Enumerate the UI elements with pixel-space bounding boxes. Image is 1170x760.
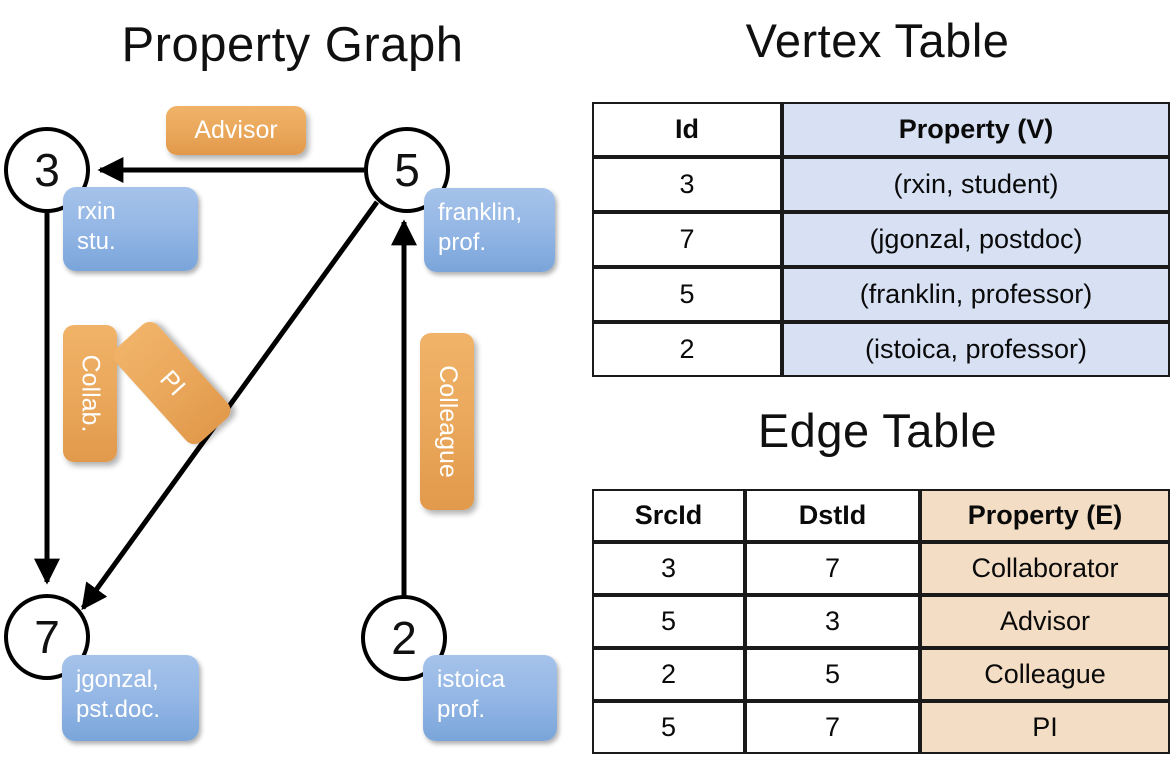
graph-node-7-id: 7 — [34, 611, 60, 663]
table-row[interactable]: 5 (franklin, professor) — [592, 267, 1170, 322]
edge-row-2-dst: 5 — [745, 648, 920, 701]
edge-label-colleague-text: Colleague — [433, 365, 462, 478]
table-row[interactable]: 5 3 Advisor — [592, 595, 1170, 648]
vertex-box-istoica[interactable]: istoica prof. — [423, 655, 557, 741]
vertex-box-istoica-line2: prof. — [437, 696, 486, 723]
table-row[interactable]: 3 7 Collaborator — [592, 542, 1170, 595]
table-row[interactable]: 3 (rxin, student) — [592, 157, 1170, 212]
vertex-row-0-property: (rxin, student) — [782, 157, 1170, 212]
edge-row-1-src: 5 — [592, 595, 745, 648]
edge-table-header-dstid: DstId — [745, 489, 920, 542]
vertex-table-header-property: Property (V) — [782, 102, 1170, 157]
edge-row-2-src: 2 — [592, 648, 745, 701]
table-row[interactable]: 7 (jgonzal, postdoc) — [592, 212, 1170, 267]
edge-label-pi-text: PI — [154, 364, 191, 401]
vertex-box-franklin-line1: franklin, — [438, 199, 523, 226]
vertex-row-1-id: 7 — [592, 212, 782, 267]
vertex-box-jgonzal-line1: jgonzal, — [76, 666, 159, 693]
graph-node-5[interactable]: 5 — [364, 127, 450, 213]
edge-label-colleague[interactable]: Colleague — [420, 333, 474, 510]
edge-label-advisor[interactable]: Advisor — [166, 106, 306, 155]
edge-label-advisor-text: Advisor — [194, 116, 278, 144]
vertex-table-header-id: Id — [592, 102, 782, 157]
table-row[interactable]: 5 7 PI — [592, 701, 1170, 754]
vertex-box-franklin-line2: prof. — [438, 229, 487, 256]
vertex-row-3-id: 2 — [592, 322, 782, 377]
page-title-vertex-table: Vertex Table — [745, 14, 1010, 67]
edge-row-0-dst: 7 — [745, 542, 920, 595]
graph-node-2[interactable]: 2 — [361, 595, 447, 681]
edge-row-3-property: PI — [920, 701, 1170, 754]
graph-edges-svg — [34, 157, 417, 611]
page-title-property-graph: Property Graph — [121, 18, 464, 72]
table-row[interactable]: 2 5 Colleague — [592, 648, 1170, 701]
property-graph-panel: Property Graph 3 5 7 2 — [4, 18, 557, 741]
edge-row-2-property: Colleague — [920, 648, 1170, 701]
table-row[interactable]: 2 (istoica, professor) — [592, 322, 1170, 377]
vertex-row-1-property: (jgonzal, postdoc) — [782, 212, 1170, 267]
vertex-box-rxin[interactable]: rxin stu. — [63, 187, 198, 271]
edge-row-0-property: Collaborator — [920, 542, 1170, 595]
vertex-row-2-id: 5 — [592, 267, 782, 322]
vertex-table-header-row: Id Property (V) — [592, 102, 1170, 157]
vertex-box-jgonzal-line2: pst.doc. — [76, 696, 161, 723]
edge-row-3-src: 5 — [592, 701, 745, 754]
vertex-row-0-id: 3 — [592, 157, 782, 212]
vertex-row-2-property: (franklin, professor) — [782, 267, 1170, 322]
vertex-box-istoica-line1: istoica — [437, 666, 506, 693]
vertex-box-rxin-line1: rxin — [77, 198, 116, 225]
graph-node-3-id: 3 — [34, 144, 60, 196]
vertex-table: Id Property (V) 3 (rxin, student) 7 (jgo… — [592, 102, 1170, 377]
edge-table: SrcId DstId Property (E) 3 7 Collaborato… — [592, 489, 1170, 754]
edge-row-0-src: 3 — [592, 542, 745, 595]
vertex-box-franklin[interactable]: franklin, prof. — [424, 188, 555, 272]
edge-row-1-property: Advisor — [920, 595, 1170, 648]
page-title-edge-table: Edge Table — [757, 404, 998, 457]
graph-node-2-id: 2 — [391, 612, 417, 664]
edge-row-3-dst: 7 — [745, 701, 920, 754]
edge-label-collab[interactable]: Collab. — [63, 325, 117, 462]
vertex-box-jgonzal[interactable]: jgonzal, pst.doc. — [62, 655, 199, 741]
edge-label-collab-text: Collab. — [76, 354, 105, 433]
vertex-box-rxin-line2: stu. — [77, 228, 116, 255]
edge-row-1-dst: 3 — [745, 595, 920, 648]
edge-5-to-7 — [80, 200, 380, 611]
edge-table-header-srcid: SrcId — [592, 489, 745, 542]
vertex-row-3-property: (istoica, professor) — [782, 322, 1170, 377]
edge-table-header-row: SrcId DstId Property (E) — [592, 489, 1170, 542]
graph-node-5-id: 5 — [394, 144, 420, 196]
edge-table-header-property: Property (E) — [920, 489, 1170, 542]
